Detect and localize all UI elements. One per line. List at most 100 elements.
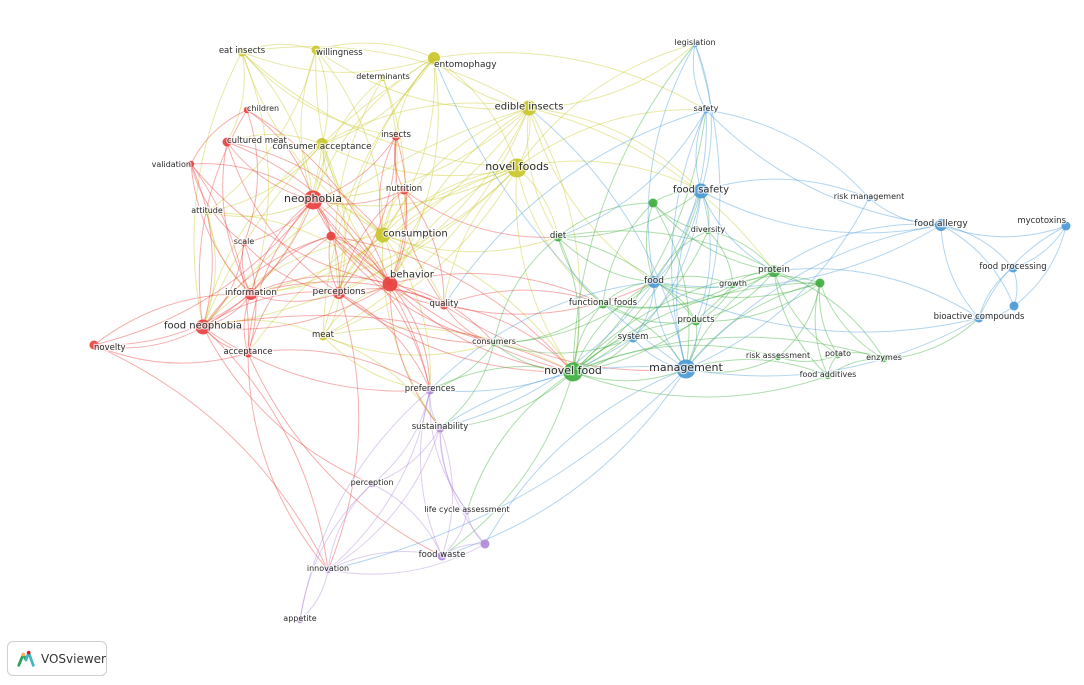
label-consumption[interactable]: consumption [382,227,449,241]
node-preferences[interactable] [425,385,435,395]
node-life-cycle-assessment[interactable] [463,507,471,515]
label-novel-food[interactable]: novel food [543,363,603,379]
label-safety[interactable]: safety [692,103,719,115]
label-scale[interactable]: scale [232,236,255,248]
label-quality[interactable]: quality [428,298,460,311]
label-innovation[interactable]: innovation [306,563,351,575]
node-acceptance[interactable] [243,348,253,358]
label-willingness[interactable]: willingness [315,47,365,60]
node-enzymes[interactable] [880,355,888,363]
node-nutrition[interactable] [399,185,409,195]
node-insects[interactable] [391,131,401,141]
node-scale[interactable] [240,239,248,247]
node-consumption[interactable] [375,227,391,243]
vosviewer-badge[interactable]: VOSviewer [7,641,107,676]
node-attitude[interactable] [203,208,211,216]
label-determinants[interactable]: determinants [355,71,411,83]
label-entomophagy[interactable]: entomophagy [433,59,499,72]
label-products[interactable]: products [676,314,716,327]
node-functional-foods[interactable] [598,299,608,309]
label-behavior[interactable]: behavior [389,268,436,282]
label-novelty[interactable]: novelty [93,342,127,355]
label-nutrition[interactable]: nutrition [385,183,424,196]
node-meat[interactable] [318,331,328,341]
label-attitude[interactable]: attitude [190,205,224,217]
node-perceptions[interactable] [333,287,345,299]
node-cultured-meat[interactable] [222,137,232,147]
label-consumers[interactable]: consumers [471,336,517,348]
label-system[interactable]: system [616,331,649,344]
label-acceptance[interactable]: acceptance [222,346,274,359]
label-neophobia[interactable]: neophobia [283,191,343,207]
label-information[interactable]: information [224,287,278,300]
node-protein[interactable] [768,265,780,277]
node-food-neophobia[interactable] [195,319,211,335]
label-diversity[interactable]: diversity [689,224,726,236]
label-food-processing[interactable]: food processing [978,261,1048,274]
label-functional-foods[interactable]: functional foods [568,297,639,310]
node-behavior[interactable] [382,276,398,292]
node-green-hub-b[interactable] [815,278,825,288]
label-life-cycle-assessment[interactable]: life cycle assessment [423,504,511,516]
label-appetite[interactable]: appetite [282,613,318,625]
node-information[interactable] [245,288,257,300]
label-protein[interactable]: protein [757,264,792,277]
node-novel-foods[interactable] [507,158,527,178]
label-novel-foods[interactable]: novel foods [484,159,550,175]
node-neophobia[interactable] [303,190,323,210]
node-food-allergy[interactable] [935,219,947,231]
node-children[interactable] [243,106,251,114]
label-potato[interactable]: potato [824,348,853,360]
label-validation[interactable]: validation [150,159,192,171]
node-management[interactable] [676,359,696,379]
label-mycotoxins[interactable]: mycotoxins [1016,215,1068,228]
label-consumer-acceptance[interactable]: consumer acceptance [271,141,373,154]
label-edible-insects[interactable]: edible insects [493,100,564,114]
node-consumer-acceptance[interactable] [316,138,328,150]
node-blue-hub[interactable] [1009,301,1019,311]
label-perception[interactable]: perception [349,477,394,489]
label-sustainability[interactable]: sustainability [410,421,469,434]
node-novel-food[interactable] [563,362,583,382]
node-potato[interactable] [834,351,842,359]
node-hub-red[interactable] [326,231,336,241]
node-sustainability[interactable] [435,423,445,433]
label-food-waste[interactable]: food waste [417,549,466,562]
label-bioactive-compounds[interactable]: bioactive compounds [932,311,1026,324]
node-edible-insects[interactable] [521,100,537,116]
node-diet[interactable] [553,232,563,242]
label-eat-insects[interactable]: eat insects [218,45,267,58]
node-food-additives[interactable] [824,372,832,380]
node-eat-insects[interactable] [237,47,247,57]
label-management[interactable]: management [648,360,725,376]
node-appetite[interactable] [296,616,304,624]
node-food-safety[interactable] [693,183,709,199]
label-food-allergy[interactable]: food allergy [913,218,970,231]
node-willingness[interactable] [311,45,321,55]
node-diversity[interactable] [704,227,712,235]
label-growth[interactable]: growth [718,278,748,290]
label-food-safety[interactable]: food safety [672,183,731,197]
label-food[interactable]: food [643,275,665,288]
label-cultured-meat[interactable]: cultured meat [226,135,289,148]
node-quality[interactable] [439,300,449,310]
label-children[interactable]: children [246,103,281,115]
node-validation[interactable] [187,160,195,168]
label-meat[interactable]: meat [311,329,336,342]
node-determinants[interactable] [379,74,387,82]
node-consumers[interactable] [490,339,498,347]
label-enzymes[interactable]: enzymes [865,352,903,364]
node-safety[interactable] [702,106,710,114]
node-food-waste[interactable] [437,551,447,561]
node-green-hub-a[interactable] [648,198,658,208]
node-mycotoxins[interactable] [1061,221,1071,231]
label-diet[interactable]: diet [549,230,568,243]
label-preferences[interactable]: preferences [404,383,457,396]
node-system[interactable] [628,333,638,343]
node-innovation[interactable] [324,566,332,574]
label-insects[interactable]: insects [380,129,413,142]
node-purple-hub[interactable] [480,539,490,549]
node-food[interactable] [648,276,660,288]
node-risk-management[interactable] [865,194,873,202]
label-perceptions[interactable]: perceptions [311,286,367,299]
